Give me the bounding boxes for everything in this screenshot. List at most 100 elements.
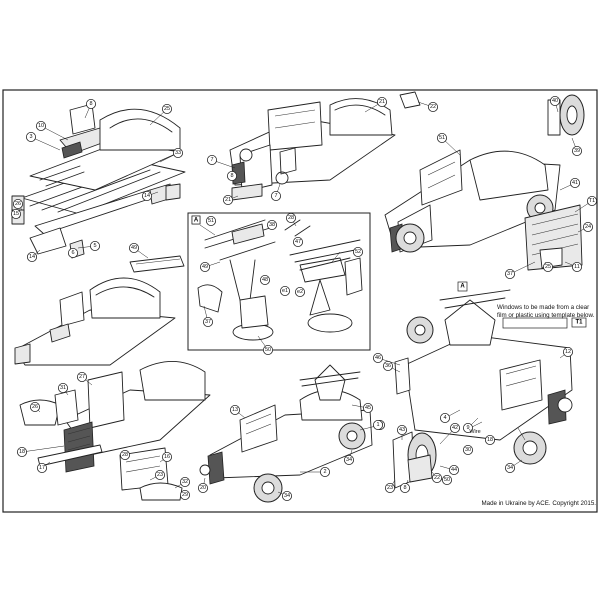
part-callout-circle [436, 132, 447, 143]
part-callout: 34 [281, 490, 292, 501]
part-callout-circle [352, 246, 363, 257]
detail-marker-label: A [460, 284, 465, 290]
part-callout-label: 52 [355, 249, 361, 255]
part-callout-circle [226, 170, 237, 181]
part-callout-circle [58, 382, 69, 393]
part-callout-circle [172, 147, 183, 158]
part-callout: 46 [372, 352, 383, 363]
part-callout-label: 12 [565, 349, 571, 355]
part-callout-label: 49 [202, 264, 208, 270]
part-callout-circle [285, 212, 296, 223]
part-callout-label: 23 [157, 472, 163, 478]
part-callout-circle [448, 464, 459, 475]
part-callout-label: 25 [164, 106, 170, 112]
part-callout: 7 [270, 190, 281, 201]
part-callout-circle [441, 474, 452, 485]
part-callout-label: 40 [552, 98, 558, 104]
part-callout-label: 9 [466, 425, 469, 431]
part-callout-circle [270, 190, 281, 201]
part-callout-circle [543, 261, 554, 272]
part-callout-circle [504, 268, 515, 279]
part-callout: 34 [343, 454, 354, 465]
part-callout-circle [484, 434, 495, 445]
part-callout: 36 [382, 360, 393, 371]
part-callout-circle [259, 274, 270, 285]
part-callout-label: 16 [164, 454, 170, 460]
part-callout-label: 24 [585, 224, 591, 230]
part-callout: 43 [396, 424, 407, 435]
part-callout-circle [120, 449, 131, 460]
part-callout-label: 33 [175, 150, 181, 156]
part-callout-circle [449, 422, 460, 433]
part-callout: 9 [462, 422, 473, 433]
part-callout-label: 34 [284, 493, 290, 499]
part-callout: 50 [441, 474, 452, 485]
part-callout-label: 47 [295, 239, 301, 245]
part-callout-label: 18 [19, 449, 25, 455]
part-callout-label: 27 [79, 374, 85, 380]
part-callout: 26 [29, 401, 40, 412]
part-callout-circle [563, 346, 574, 357]
part-callout-circle [572, 145, 583, 156]
part-callout-circle [431, 472, 442, 483]
part-callout: 37 [504, 268, 515, 279]
part-callout: 30 [462, 444, 473, 455]
part-callout-circle [68, 247, 79, 258]
part-callout: 27 [77, 371, 88, 382]
part-callout-label: 44 [451, 467, 457, 473]
part-number-callouts: 31082533261514145677212122851413940T1242… [10, 96, 598, 501]
part-callout: 15 [10, 208, 21, 219]
part-callout-circle [382, 360, 393, 371]
part-callout-circle [462, 444, 473, 455]
part-callout-circle [427, 102, 438, 113]
part-callout: 2 [319, 466, 330, 477]
part-callout-circle [141, 190, 152, 201]
detail-a-gun-mount [187, 212, 371, 351]
part-callout-circle [550, 96, 561, 107]
part-callout: 17 [37, 462, 48, 473]
part-callout: 31 [58, 382, 69, 393]
part-callout: 42 [449, 422, 460, 433]
part-callout-label: 39 [574, 148, 580, 154]
part-callout-label: 45 [365, 405, 371, 411]
part-callout-circle [179, 476, 190, 487]
part-callout-circle [572, 261, 583, 272]
part-callout: 21 [376, 97, 387, 108]
part-callout: e1 [279, 285, 290, 296]
part-callout-label: 8 [89, 101, 92, 107]
part-callout-circle [36, 121, 47, 132]
part-callout-circle [262, 344, 273, 355]
part-callout-label: 43 [399, 427, 405, 433]
part-callout-label: 48 [262, 277, 268, 283]
part-callout: 32 [179, 476, 190, 487]
part-callout-label: 22 [434, 475, 440, 481]
part-callout: 25 [161, 104, 172, 115]
part-callout-label: 1 [376, 422, 379, 428]
part-callout-circle [343, 454, 354, 465]
part-callout-circle [37, 462, 48, 473]
part-callout-label: 34 [507, 465, 513, 471]
part-callout-circle [197, 482, 208, 493]
part-callout: 50 [262, 344, 273, 355]
hull-fender-assembly [229, 91, 421, 201]
part-callout-circle [362, 402, 373, 413]
part-callout-label: 50 [444, 477, 450, 483]
part-callout-label: 34 [346, 457, 352, 463]
windows-template-marker: T1 [571, 317, 587, 328]
part-callout-circle [16, 446, 27, 457]
part-callout-circle [294, 286, 305, 297]
part-callout-label: 7 [274, 193, 277, 199]
part-callout: 33 [172, 147, 183, 158]
part-callout: T1 [587, 195, 598, 206]
part-callout: 6 [68, 247, 79, 258]
part-callout-label: 26 [32, 404, 38, 410]
part-callout-label: 8 [230, 173, 233, 179]
part-callout-label: 20 [200, 485, 206, 491]
part-callout-label: T1 [589, 198, 595, 204]
part-callout: 24 [583, 221, 594, 232]
part-callout-circle [202, 316, 213, 327]
part-callout-circle [462, 422, 473, 433]
part-callout-circle [86, 99, 97, 110]
part-callout: 20 [197, 482, 208, 493]
part-callout-circle [229, 404, 240, 415]
